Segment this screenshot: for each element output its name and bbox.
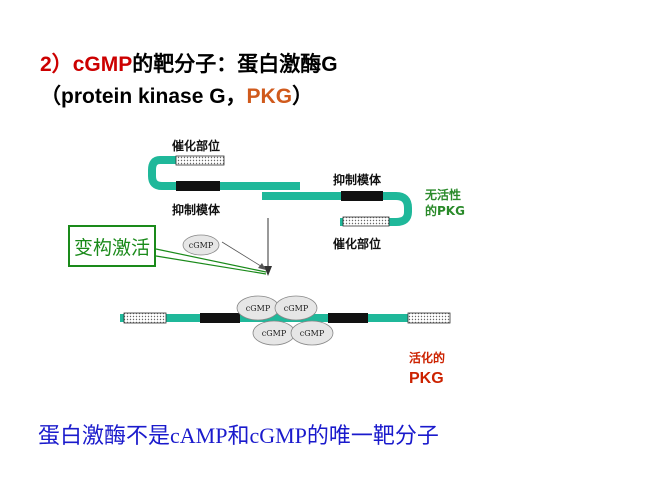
bound-cgmp-label-4: cGMP — [300, 329, 325, 338]
active-pkg: cGMP cGMP cGMP cGMP — [120, 295, 451, 346]
inactive-label-line-2: 的PKG — [425, 203, 465, 218]
bound-cgmp-label-2: cGMP — [284, 304, 309, 313]
bound-cgmp-label-3: cGMP — [262, 329, 287, 338]
inhibitory-domain-label-right: 抑制模体 — [333, 172, 382, 187]
inhibitory-domain-label-left: 抑制模体 — [172, 202, 221, 217]
inactive-label-line-1: 无活性 — [424, 187, 461, 202]
active-inhibitory-block-left — [200, 313, 240, 323]
inactive-pkg — [148, 155, 412, 227]
title-pkg: PKG — [246, 85, 293, 108]
cgmp-arrow-head — [258, 263, 266, 270]
lower-strand — [262, 192, 412, 226]
catalytic-site-label-top: 催化部位 — [172, 138, 220, 153]
active-label-line-2: PKG — [409, 370, 444, 387]
upper-strand — [148, 156, 300, 190]
active-label-line-1: 活化的 — [409, 350, 445, 365]
bound-cgmp-4 — [290, 320, 334, 346]
title-middle: 的靶分子：蛋白激酶G — [132, 53, 338, 76]
footer-note: 蛋白激酶不是cAMP和cGMP的唯一靶分子 — [38, 423, 439, 448]
active-catalytic-block-left — [123, 312, 167, 324]
callout-line-1 — [155, 248, 267, 273]
title-line2-close: ） — [292, 85, 314, 108]
down-arrow-head — [264, 266, 272, 276]
active-catalytic-block-right — [407, 312, 451, 324]
slide-title-line-1: 2）cGMP的靶分子：蛋白激酶G — [40, 48, 338, 78]
inhibitory-block-top — [176, 181, 220, 191]
title-cgmp: cGMP — [72, 53, 133, 76]
allosteric-activation-box: 变构激活 — [68, 225, 156, 267]
free-cgmp — [182, 234, 220, 256]
catalytic-block-bottom — [342, 216, 390, 227]
title-line2-open: （protein kinase G， — [40, 85, 247, 108]
callout-line-2 — [155, 255, 267, 275]
bound-cgmp-2 — [274, 295, 318, 321]
free-cgmp-label: cGMP — [189, 241, 214, 250]
catalytic-site-label-bottom: 催化部位 — [333, 236, 381, 251]
title-prefix: 2） — [40, 53, 73, 76]
slide-title-line-2: （protein kinase G，PKG） — [40, 80, 313, 110]
inhibitory-block-bottom — [341, 191, 383, 201]
cgmp-arrow-line — [221, 241, 265, 269]
bound-cgmp-label-1: cGMP — [246, 304, 271, 313]
active-inhibitory-block-right — [328, 313, 368, 323]
catalytic-block-top — [175, 155, 225, 166]
